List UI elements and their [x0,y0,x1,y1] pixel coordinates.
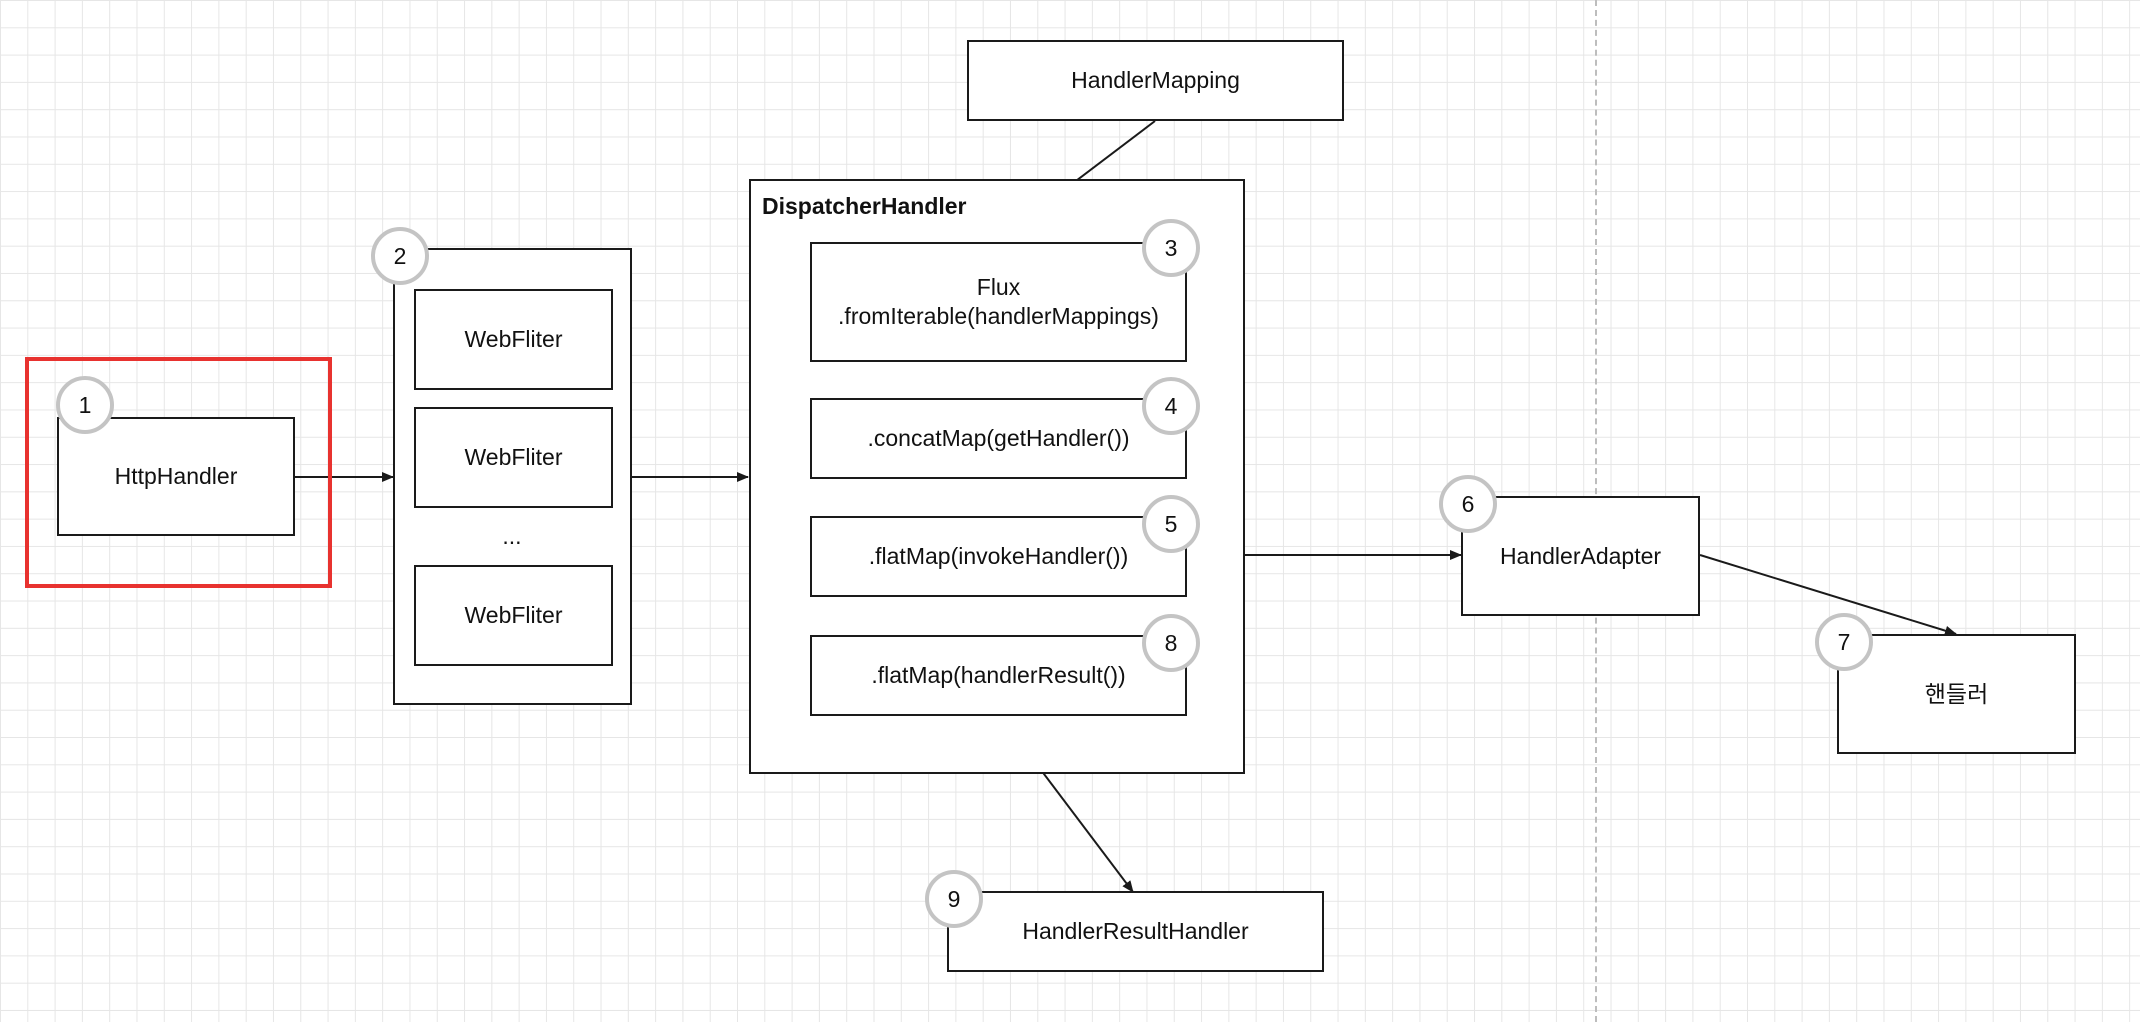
step-badge-8: 8 [1142,614,1200,672]
step-badge-4: 4 [1142,377,1200,435]
web-filter-ellipsis: ... [502,523,522,549]
web-filter-chain-box[interactable]: WebFliter WebFliter ... WebFliter [393,248,632,705]
web-filter-box[interactable]: WebFliter [414,407,613,508]
step-badge-9: 9 [925,870,983,928]
flat-map-result-step-label: .flatMap(handlerResult()) [871,662,1126,688]
from-iterable-line2: .fromIterable(handlerMappings) [838,303,1159,329]
step-badge-3: 3 [1142,219,1200,277]
web-filter-box[interactable]: WebFliter [414,565,613,666]
step-badge-2: 2 [371,227,429,285]
from-iterable-step-box[interactable]: Flux .fromIterable(handlerMappings) [810,242,1187,362]
http-handler-highlight [25,357,332,588]
dispatcher-handler-container[interactable]: DispatcherHandler Flux .fromIterable(han… [749,179,1245,774]
dispatcher-handler-title: DispatcherHandler [762,193,967,219]
handler-result-handler-label: HandlerResultHandler [1022,918,1249,944]
step-badge-1: 1 [56,376,114,434]
from-iterable-line1: Flux [976,274,1021,300]
handler-label: 핸들러 [1924,680,1989,707]
web-filter-label: WebFliter [464,444,563,470]
web-filter-label: WebFliter [464,602,563,628]
http-handler-box[interactable]: HttpHandler [57,417,295,536]
flat-map-invoke-step-label: .flatMap(invokeHandler()) [868,543,1129,569]
step-badge-5: 5 [1142,495,1200,553]
handler-mapping-box[interactable]: HandlerMapping [967,40,1344,121]
handler-box[interactable]: 핸들러 [1837,634,2076,754]
handler-adapter-box[interactable]: HandlerAdapter [1461,496,1700,616]
handler-result-handler-box[interactable]: HandlerResultHandler [947,891,1324,972]
handler-mapping-label: HandlerMapping [1071,67,1240,93]
handler-adapter-label: HandlerAdapter [1499,542,1662,569]
concat-map-step-box[interactable]: .concatMap(getHandler()) [810,398,1187,479]
concat-map-step-label: .concatMap(getHandler()) [867,425,1130,451]
http-handler-label: HttpHandler [114,463,238,489]
web-filter-label: WebFliter [464,326,563,352]
from-iterable-step-label: Flux .fromIterable(handlerMappings) [812,244,1185,360]
flat-map-result-step-box[interactable]: .flatMap(handlerResult()) [810,635,1187,716]
step-badge-6: 6 [1439,475,1497,533]
flat-map-invoke-step-box[interactable]: .flatMap(invokeHandler()) [810,516,1187,597]
step-badge-7: 7 [1815,613,1873,671]
web-filter-box[interactable]: WebFliter [414,289,613,390]
